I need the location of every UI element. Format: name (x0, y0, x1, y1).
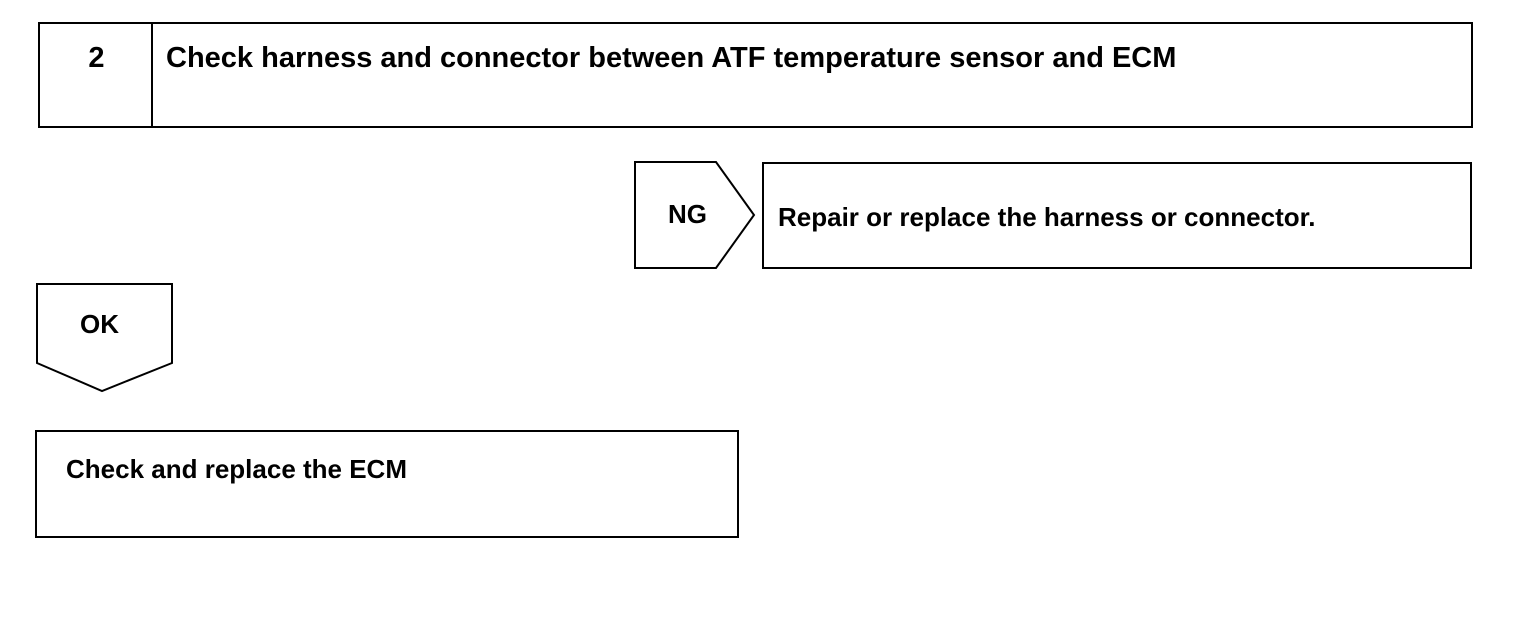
ok-action-box: Check and replace the ECM (35, 430, 739, 538)
ng-action-text: Repair or replace the harness or connect… (778, 202, 1316, 232)
ng-label: NG (668, 199, 707, 229)
ok-arrow-outline (36, 283, 173, 393)
step-title: Check harness and connector between ATF … (166, 42, 1177, 74)
ng-arrow-outline (634, 161, 756, 269)
step-number: 2 (88, 42, 105, 74)
ng-action-box: Repair or replace the harness or connect… (762, 162, 1472, 269)
ng-arrow-shape (634, 161, 756, 269)
step-header-box: 2 Check harness and connector between AT… (38, 22, 1473, 128)
step-number-cell (40, 24, 153, 126)
ok-label: OK (80, 309, 119, 339)
ok-arrow-shape (36, 283, 173, 393)
ok-action-text: Check and replace the ECM (66, 454, 407, 484)
